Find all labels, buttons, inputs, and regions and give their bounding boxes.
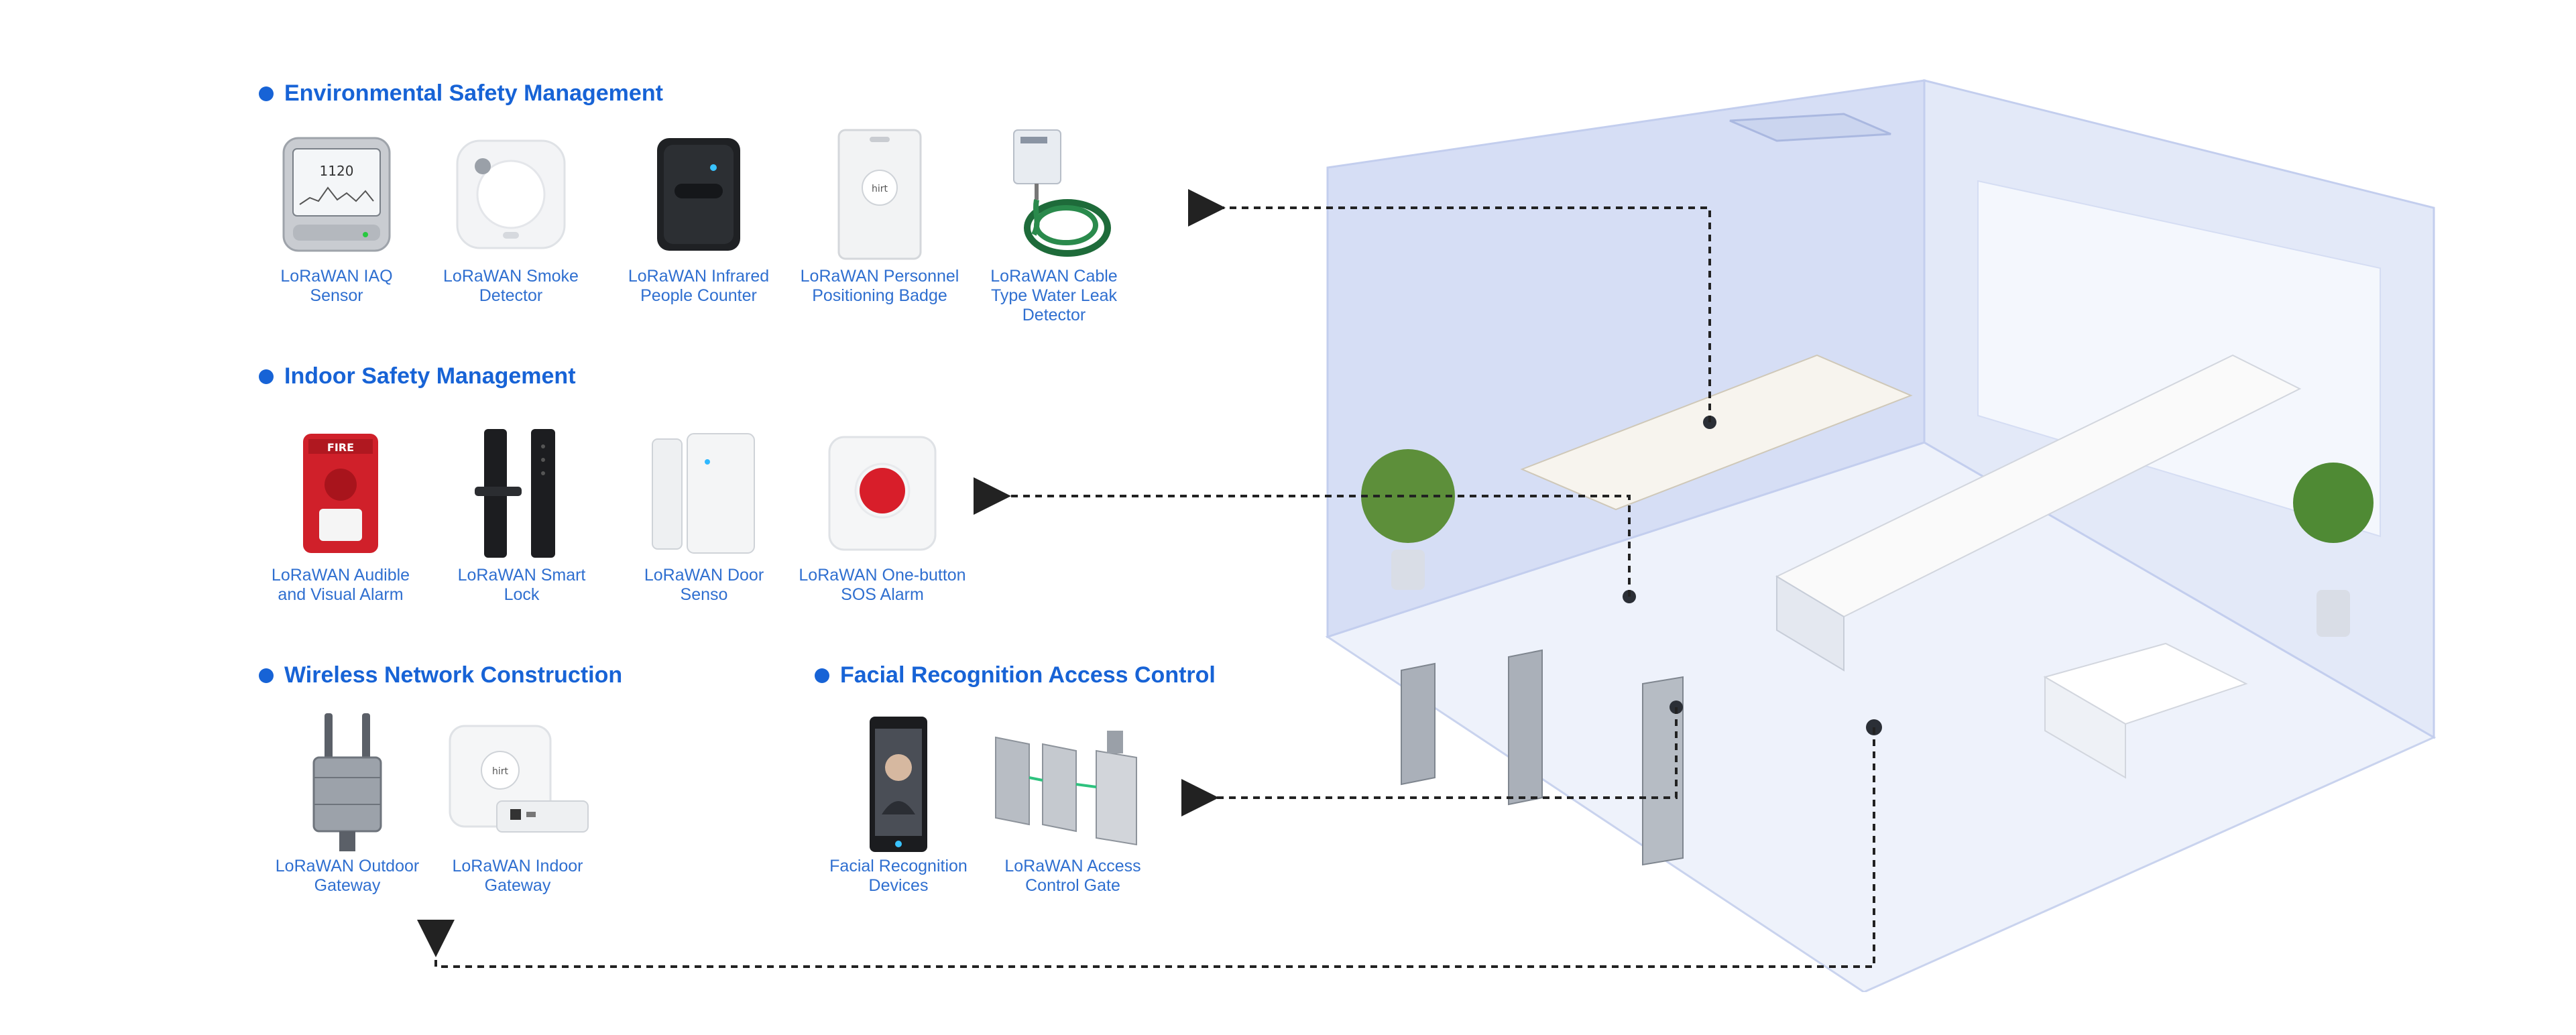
plant-icon bbox=[1361, 449, 1455, 543]
office-room-illustration bbox=[1325, 79, 2437, 992]
bullet-icon bbox=[259, 86, 274, 101]
smoke-detector-icon bbox=[456, 139, 566, 249]
section-title: Facial Recognition Access Control bbox=[840, 662, 1216, 688]
device-facial-recognition: Facial Recognition Devices bbox=[811, 717, 986, 896]
device-infrared-counter: LoRaWAN Infrared People Counter bbox=[611, 127, 786, 306]
device-label: LoRaWAN Access Control Gate bbox=[1004, 857, 1141, 895]
connector-indoor bbox=[974, 477, 1631, 597]
bullet-icon bbox=[815, 668, 829, 683]
device-label: LoRaWAN One-button SOS Alarm bbox=[799, 566, 966, 604]
device-label: LoRaWAN Indoor Gateway bbox=[452, 857, 583, 895]
device-label: LoRaWAN Smart Lock bbox=[457, 566, 586, 604]
smart-lock-icon bbox=[475, 429, 555, 558]
device-outdoor-gateway: LoRaWAN Outdoor Gateway bbox=[260, 713, 434, 896]
section-title: Wireless Network Construction bbox=[284, 662, 623, 688]
bullet-icon bbox=[259, 668, 274, 683]
device-label: LoRaWAN Cable Type Water Leak Detector bbox=[990, 267, 1118, 324]
gateway-logo: hirt bbox=[492, 766, 509, 777]
outdoor-gateway-icon bbox=[312, 713, 382, 851]
section-title: Environmental Safety Management bbox=[284, 80, 663, 106]
connector-wireless bbox=[417, 727, 1875, 968]
device-label: LoRaWAN Audible and Visual Alarm bbox=[271, 566, 410, 604]
section-title: Indoor Safety Management bbox=[284, 363, 576, 389]
device-label: LoRaWAN Smoke Detector bbox=[443, 267, 579, 305]
device-label: Facial Recognition Devices bbox=[829, 857, 968, 895]
plant-pot bbox=[1391, 550, 1425, 590]
section-environmental: Environmental Safety Management bbox=[259, 80, 663, 107]
access-gate-icon bbox=[995, 731, 1137, 846]
room-access-gate bbox=[1642, 676, 1684, 866]
device-label: LoRaWAN Door Senso bbox=[644, 566, 764, 604]
facial-recognition-icon bbox=[870, 717, 927, 852]
room-access-gate bbox=[1508, 649, 1543, 806]
connector-environmental bbox=[1188, 189, 1711, 422]
alarm-mark: FIRE bbox=[327, 441, 354, 454]
audible-alarm-icon: FIRE bbox=[303, 434, 378, 553]
device-label: LoRaWAN Outdoor Gateway bbox=[275, 857, 420, 895]
device-audible-alarm: FIRE LoRaWAN Audible and Visual Alarm bbox=[253, 426, 428, 605]
iaq-sensor-icon: 1120 bbox=[282, 137, 391, 252]
device-iaq-sensor: 1120 LoRaWAN IAQ Sensor bbox=[249, 127, 424, 306]
bullet-icon bbox=[259, 369, 274, 384]
iaq-screen-value: 1120 bbox=[320, 163, 354, 179]
device-smoke-detector: LoRaWAN Smoke Detector bbox=[424, 127, 598, 306]
positioning-badge-icon: hirt bbox=[837, 129, 922, 260]
section-indoor: Indoor Safety Management bbox=[259, 363, 576, 389]
plant-icon bbox=[2293, 463, 2374, 543]
water-leak-icon bbox=[1013, 129, 1111, 257]
device-indoor-gateway: hirt LoRaWAN Indoor Gateway bbox=[430, 717, 605, 896]
door-sensor-icon bbox=[652, 433, 755, 554]
infrared-counter-icon bbox=[657, 138, 740, 251]
ceiling-vent bbox=[1729, 113, 1891, 142]
device-smart-lock: LoRaWAN Smart Lock bbox=[434, 426, 609, 605]
indoor-gateway-icon: hirt bbox=[449, 725, 589, 833]
connector-facial bbox=[1181, 707, 1678, 816]
desk-panel bbox=[1776, 575, 1845, 672]
section-facial: Facial Recognition Access Control bbox=[815, 662, 1216, 688]
device-label: LoRaWAN Personnel Positioning Badge bbox=[800, 267, 959, 305]
section-wireless: Wireless Network Construction bbox=[259, 662, 622, 688]
device-label: LoRaWAN Infrared People Counter bbox=[628, 267, 770, 305]
window-panel bbox=[1977, 180, 2381, 538]
device-label: LoRaWAN IAQ Sensor bbox=[280, 267, 393, 305]
sos-alarm-icon bbox=[828, 436, 937, 551]
room-access-gate bbox=[1401, 662, 1436, 786]
plant-pot bbox=[2317, 590, 2350, 637]
device-water-leak-detector: LoRaWAN Cable Type Water Leak Detector bbox=[967, 127, 1141, 325]
device-sos-alarm: LoRaWAN One-button SOS Alarm bbox=[795, 426, 970, 605]
device-positioning-badge: hirt LoRaWAN Personnel Positioning Badge bbox=[793, 127, 967, 306]
device-door-sensor: LoRaWAN Door Senso bbox=[617, 426, 791, 605]
cabinet-side bbox=[2044, 676, 2126, 779]
device-access-gate: LoRaWAN Access Control Gate bbox=[986, 717, 1160, 896]
badge-logo: hirt bbox=[872, 184, 888, 194]
